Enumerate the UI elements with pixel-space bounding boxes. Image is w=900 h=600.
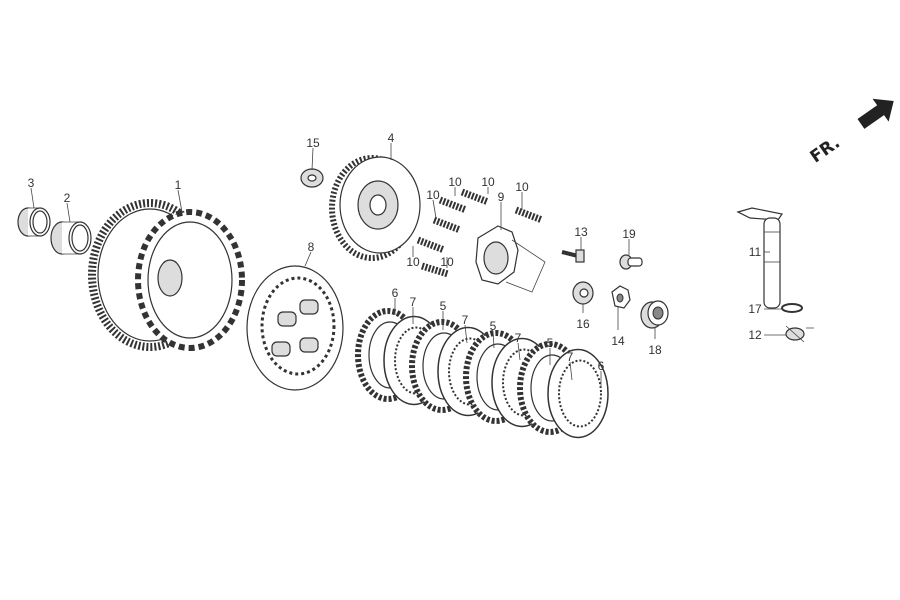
part-18-bearing [640, 300, 669, 329]
callout-10: 10 [448, 175, 462, 189]
callout-10: 10 [481, 175, 495, 189]
callout-11: 11 [749, 245, 762, 259]
part-2-bushing [50, 221, 92, 255]
part-4-pressure-plate [329, 155, 421, 261]
callout-7: 7 [410, 295, 417, 309]
callout-10: 10 [440, 255, 454, 269]
part-17-o-ring [781, 303, 803, 313]
callout-9: 9 [498, 190, 505, 204]
callout-8: 8 [308, 240, 315, 254]
callout-19: 19 [622, 227, 636, 241]
clutch-plate [547, 348, 609, 439]
callout-7: 7 [515, 331, 522, 345]
callout-18: 18 [648, 343, 662, 357]
callout-10: 10 [515, 180, 529, 194]
front-direction-indicator: FR. [807, 98, 894, 167]
part-1-clutch-outer [88, 199, 245, 351]
callout-1: 1 [175, 178, 182, 192]
part-11-lifter-shaft [736, 207, 783, 309]
clutch-disc-stack [355, 308, 609, 439]
part-16-washer [572, 281, 594, 305]
callout-3: 3 [28, 176, 35, 190]
part-13-bolt [561, 249, 585, 263]
part-15-washer [300, 168, 324, 188]
callout-10: 10 [406, 255, 420, 269]
part-12-spring [785, 325, 814, 343]
callout-7: 7 [567, 350, 574, 364]
callout-labels: 1 2 3 4 5 5 5 6 6 7 7 7 7 8 9 10 10 10 1… [28, 131, 762, 373]
callout-16: 16 [576, 317, 590, 331]
callout-14: 14 [611, 334, 625, 348]
part-14-nut [611, 285, 631, 309]
callout-17: 17 [748, 302, 762, 316]
part-3-bushing [17, 207, 51, 237]
leader-lines [30, 143, 786, 388]
callout-4: 4 [388, 131, 395, 145]
callout-13: 13 [574, 225, 588, 239]
callout-7: 7 [462, 313, 469, 327]
direction-label: FR. [807, 133, 844, 167]
callout-15: 15 [306, 136, 320, 150]
direction-arrow-icon [857, 98, 894, 129]
callout-5: 5 [547, 336, 554, 350]
callout-6: 6 [598, 359, 605, 373]
part-9-lifter-plate [475, 225, 546, 293]
part-8-clutch-center [246, 265, 344, 391]
callout-2: 2 [64, 191, 71, 205]
part-10-springs [416, 188, 544, 278]
callout-5: 5 [440, 299, 447, 313]
part-19-pin [619, 254, 643, 270]
callout-6: 6 [392, 286, 399, 300]
callout-12: 12 [748, 328, 762, 342]
callout-10: 10 [426, 188, 440, 202]
callout-5: 5 [490, 319, 497, 333]
